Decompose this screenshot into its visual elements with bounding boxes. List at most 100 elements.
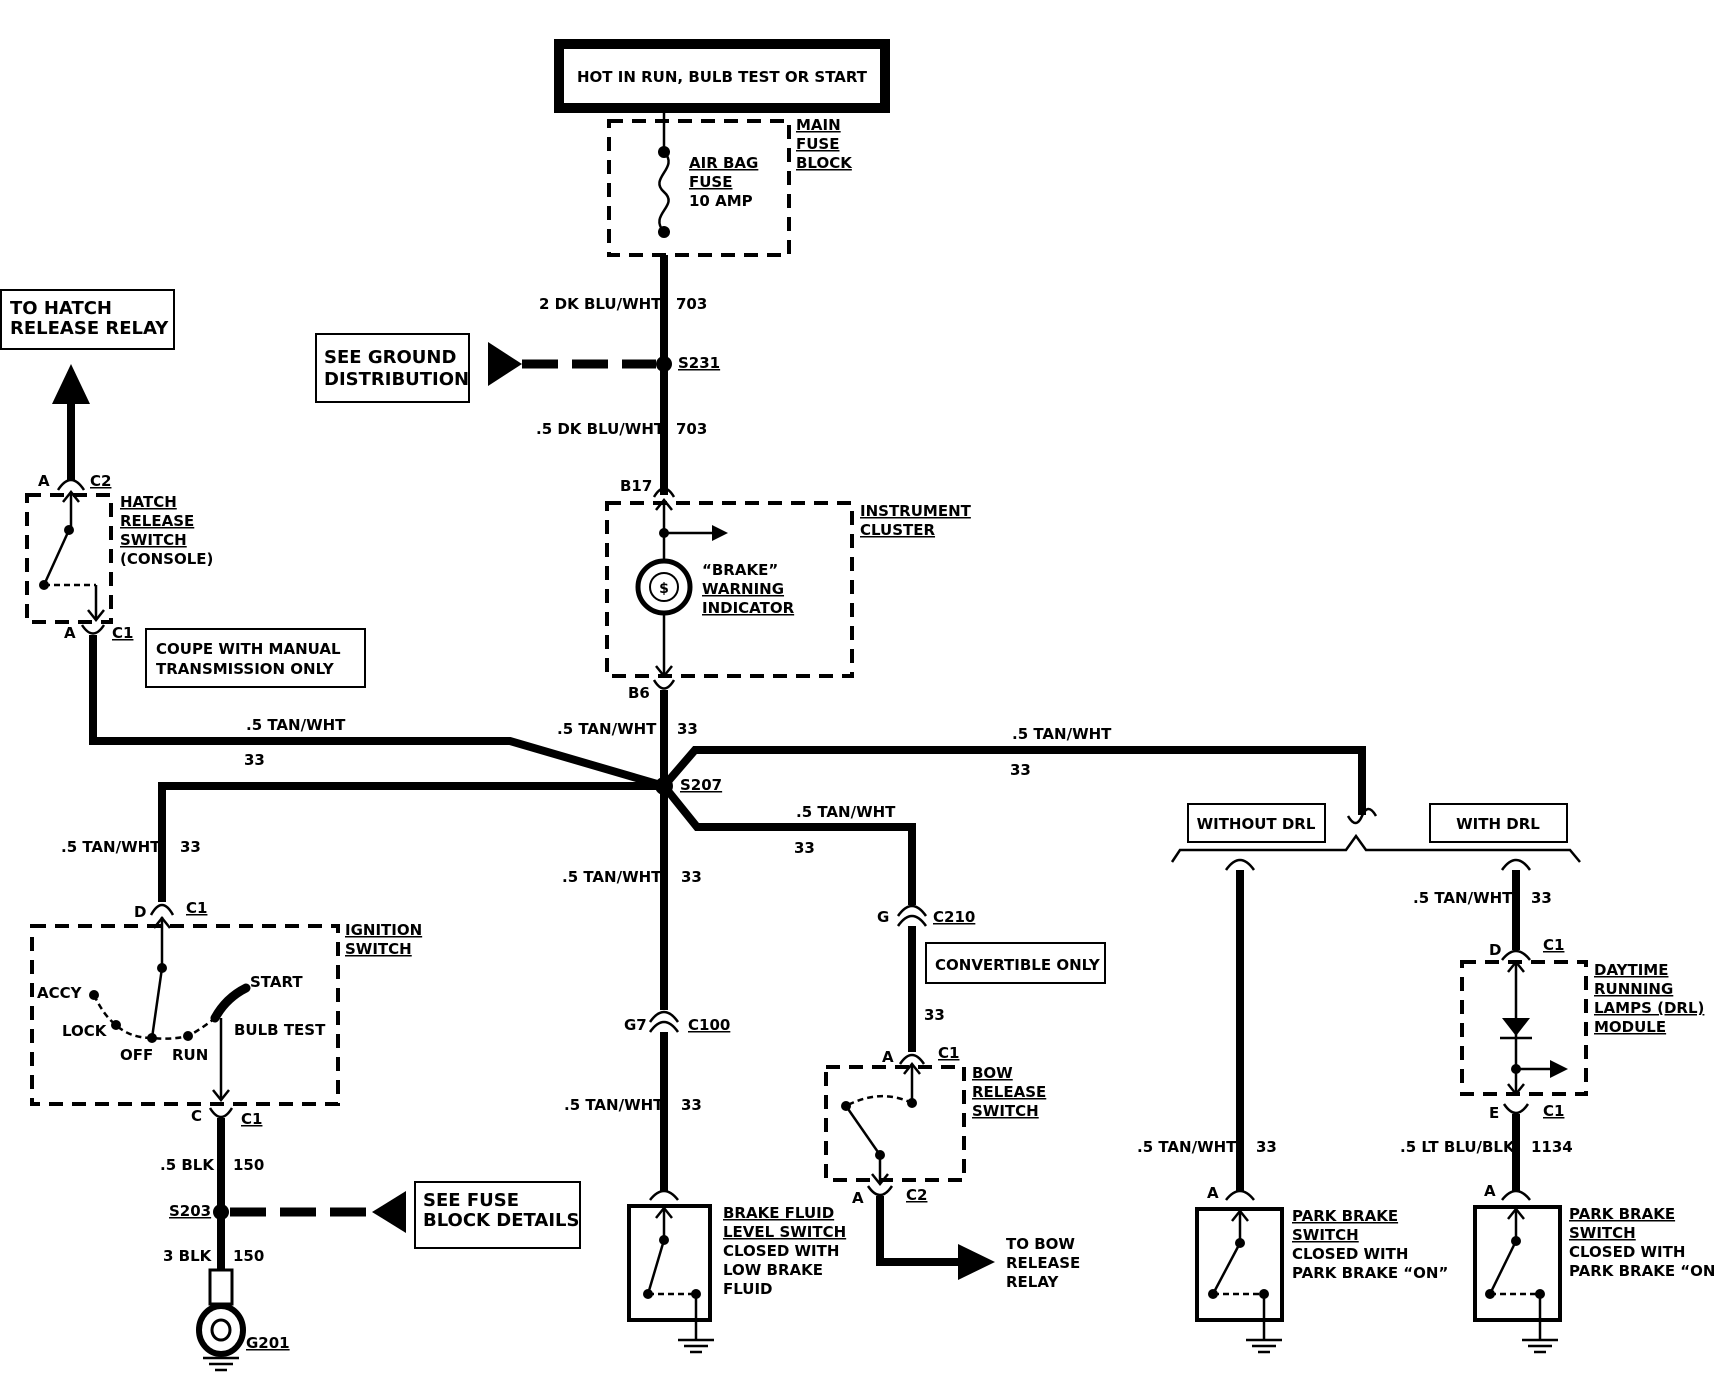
wire-150-lower-num: 150 xyxy=(233,1247,264,1265)
ignition-lock: LOCK xyxy=(62,1022,108,1040)
wire-703-lower-num: 703 xyxy=(676,420,707,438)
wire-hatch-num: 33 xyxy=(244,751,265,769)
fuse-details-label-2: BLOCK DETAILS xyxy=(423,1210,579,1231)
fuse-label-1: AIR BAG xyxy=(689,154,758,172)
to-bow-release-relay: TO BOW RELEASE RELAY xyxy=(876,1196,1080,1291)
connector-hatch-c1-label: C1 xyxy=(112,624,133,642)
park-brake-right-label-4: PARK BRAKE “ON” xyxy=(1569,1262,1714,1280)
connector-bow-c2-pin: A xyxy=(852,1189,864,1207)
brake-fluid-label-4: LOW BRAKE xyxy=(723,1261,823,1279)
bow-relay-label-3: RELAY xyxy=(1006,1273,1060,1291)
branch-ignition: .5 TAN/WHT 33 xyxy=(61,782,664,902)
park-brake-left-label-2: SWITCH xyxy=(1292,1226,1359,1244)
connector-bow-c2: A C2 xyxy=(852,1185,927,1207)
with-drl-circuit: .5 TAN/WHT 33 D C1 xyxy=(1413,858,1564,961)
wire-bow-num: 33 xyxy=(794,839,815,857)
connector-drl-e: E C1 .5 LT BLU/BLK 1134 A xyxy=(1400,1102,1573,1201)
ignition-off: OFF xyxy=(120,1046,153,1064)
without-drl-circuit: .5 TAN/WHT 33 A xyxy=(1137,858,1277,1202)
wire-b6-label: .5 TAN/WHT xyxy=(557,720,657,738)
wire-without-drl-label: .5 TAN/WHT xyxy=(1137,1138,1237,1156)
drl-label-3: LAMPS (DRL) xyxy=(1594,999,1704,1017)
wire-703-upper-label: 2 DK BLU/WHT xyxy=(539,295,662,313)
brake-indicator-label-3: INDICATOR xyxy=(702,599,795,617)
wire-ltblu-label: .5 LT BLU/BLK xyxy=(1400,1138,1516,1156)
svg-text:$: $ xyxy=(659,581,669,597)
connector-b6: B6 xyxy=(628,679,676,702)
brake-fluid-label-3: CLOSED WITH xyxy=(723,1242,839,1260)
cluster-label-2: CLUSTER xyxy=(860,521,935,539)
connector-drl-d-pin: D xyxy=(1489,941,1501,959)
wire-hatch-label: .5 TAN/WHT xyxy=(246,716,346,734)
connector-ignition-d-pin: D xyxy=(134,903,146,921)
main-fuse-block-label-2: FUSE xyxy=(796,135,839,153)
wire-with-drl-num: 33 xyxy=(1531,889,1552,907)
with-drl-label: WITH DRL xyxy=(1456,815,1540,833)
main-fuse-block-label-3: BLOCK xyxy=(796,154,853,172)
power-source-box: HOT IN RUN, BULB TEST OR START xyxy=(554,39,890,113)
park-brake-right-label-2: SWITCH xyxy=(1569,1224,1636,1242)
wire-without-drl-num: 33 xyxy=(1256,1138,1277,1156)
ignition-accy: ACCY xyxy=(37,984,83,1002)
splice-s231: S231 xyxy=(488,342,720,386)
connector-b17-label: B17 xyxy=(620,477,652,495)
ignition-switch: IGNITION SWITCH ACCY LOCK OFF RUN START … xyxy=(30,915,422,1106)
splice-s231-label: S231 xyxy=(678,354,720,372)
bow-switch-label-1: BOW xyxy=(972,1064,1013,1082)
hatch-switch-label-3: SWITCH xyxy=(120,531,187,549)
wire-703-upper-num: 703 xyxy=(676,295,707,313)
see-fuse-block-details-box: SEE FUSE BLOCK DETAILS xyxy=(414,1181,581,1249)
wire-150-upper-num: 150 xyxy=(233,1156,264,1174)
wire-bow-lower-num: 33 xyxy=(924,1006,945,1024)
wire-ignition-label: .5 TAN/WHT xyxy=(61,838,161,856)
connector-hatch-c1: A C1 xyxy=(64,624,133,642)
connector-drl-e-label: C1 xyxy=(1543,1102,1564,1120)
bow-relay-label-1: TO BOW xyxy=(1006,1235,1075,1253)
air-bag-fuse: AIR BAG FUSE 10 AMP xyxy=(658,112,758,238)
circuit-150: .5 BLK 150 3 BLK 150 xyxy=(160,1118,264,1290)
wire-brake-fluid-upper-label: .5 TAN/WHT xyxy=(562,868,662,886)
brake-indicator-label-2: WARNING xyxy=(702,580,784,598)
brake-fluid-label-5: FLUID xyxy=(723,1280,772,1298)
connector-drl-d-label: C1 xyxy=(1543,936,1564,954)
bow-switch-label-3: SWITCH xyxy=(972,1102,1039,1120)
power-source-label: HOT IN RUN, BULB TEST OR START xyxy=(577,68,868,86)
connector-c210: G C210 xyxy=(877,904,975,927)
brake-indicator-label-1: “BRAKE” xyxy=(702,561,778,579)
drl-option-bracket xyxy=(1170,833,1581,863)
hatch-release-relay-box: TO HATCH RELEASE RELAY xyxy=(0,289,175,350)
bow-relay-label-2: RELEASE xyxy=(1006,1254,1080,1272)
ignition-start: START xyxy=(250,973,303,991)
park-brake-left-label-4: PARK BRAKE “ON” xyxy=(1292,1264,1448,1282)
connector-bow-c1-label: C1 xyxy=(938,1044,959,1062)
connector-b17: B17 xyxy=(620,477,676,498)
coupe-label-2: TRANSMISSION ONLY xyxy=(156,660,335,678)
branch-bow-release: .5 TAN/WHT 33 xyxy=(660,783,916,905)
park-brake-right-label-3: CLOSED WITH xyxy=(1569,1243,1685,1261)
connector-bow-c1-pin: A xyxy=(882,1048,894,1066)
connector-park-brake-a-left: A xyxy=(1207,1184,1219,1202)
hatch-switch-label-4: (CONSOLE) xyxy=(120,550,213,568)
wire-ignition-num: 33 xyxy=(180,838,201,856)
splice-s207-label: S207 xyxy=(680,776,722,794)
ignition-bulb-test: BULB TEST xyxy=(234,1021,326,1039)
bow-switch-label-2: RELEASE xyxy=(972,1083,1046,1101)
park-brake-switch-left: PARK BRAKE SWITCH CLOSED WITH PARK BRAKE… xyxy=(1195,1207,1448,1354)
ground-distribution-label-1: SEE GROUND xyxy=(324,347,456,368)
ignition-run: RUN xyxy=(172,1046,208,1064)
splice-s203-label: S203 xyxy=(169,1202,211,1220)
wire-brake-fluid-upper-num: 33 xyxy=(681,868,702,886)
circuit-703: 2 DK BLU/WHT 703 .5 DK BLU/WHT 703 xyxy=(536,255,707,495)
wire-150-lower-label: 3 BLK xyxy=(163,1247,213,1265)
park-brake-left-label-3: CLOSED WITH xyxy=(1292,1245,1408,1263)
fuse-label-2: FUSE xyxy=(689,173,732,191)
connector-hatch-c2: A C2 xyxy=(38,472,111,491)
hatch-relay-label-2: RELEASE RELAY xyxy=(10,318,169,339)
hatch-release-switch: HATCH RELEASE SWITCH (CONSOLE) xyxy=(25,489,213,624)
wire-with-drl-label: .5 TAN/WHT xyxy=(1413,889,1513,907)
coupe-label-1: COUPE WITH MANUAL xyxy=(156,640,341,658)
with-drl-box: WITH DRL xyxy=(1429,803,1568,843)
fuse-details-label-1: SEE FUSE xyxy=(423,1190,519,1211)
connector-drl-e-pin: E xyxy=(1489,1104,1499,1122)
wire-bow-label: .5 TAN/WHT xyxy=(796,803,896,821)
